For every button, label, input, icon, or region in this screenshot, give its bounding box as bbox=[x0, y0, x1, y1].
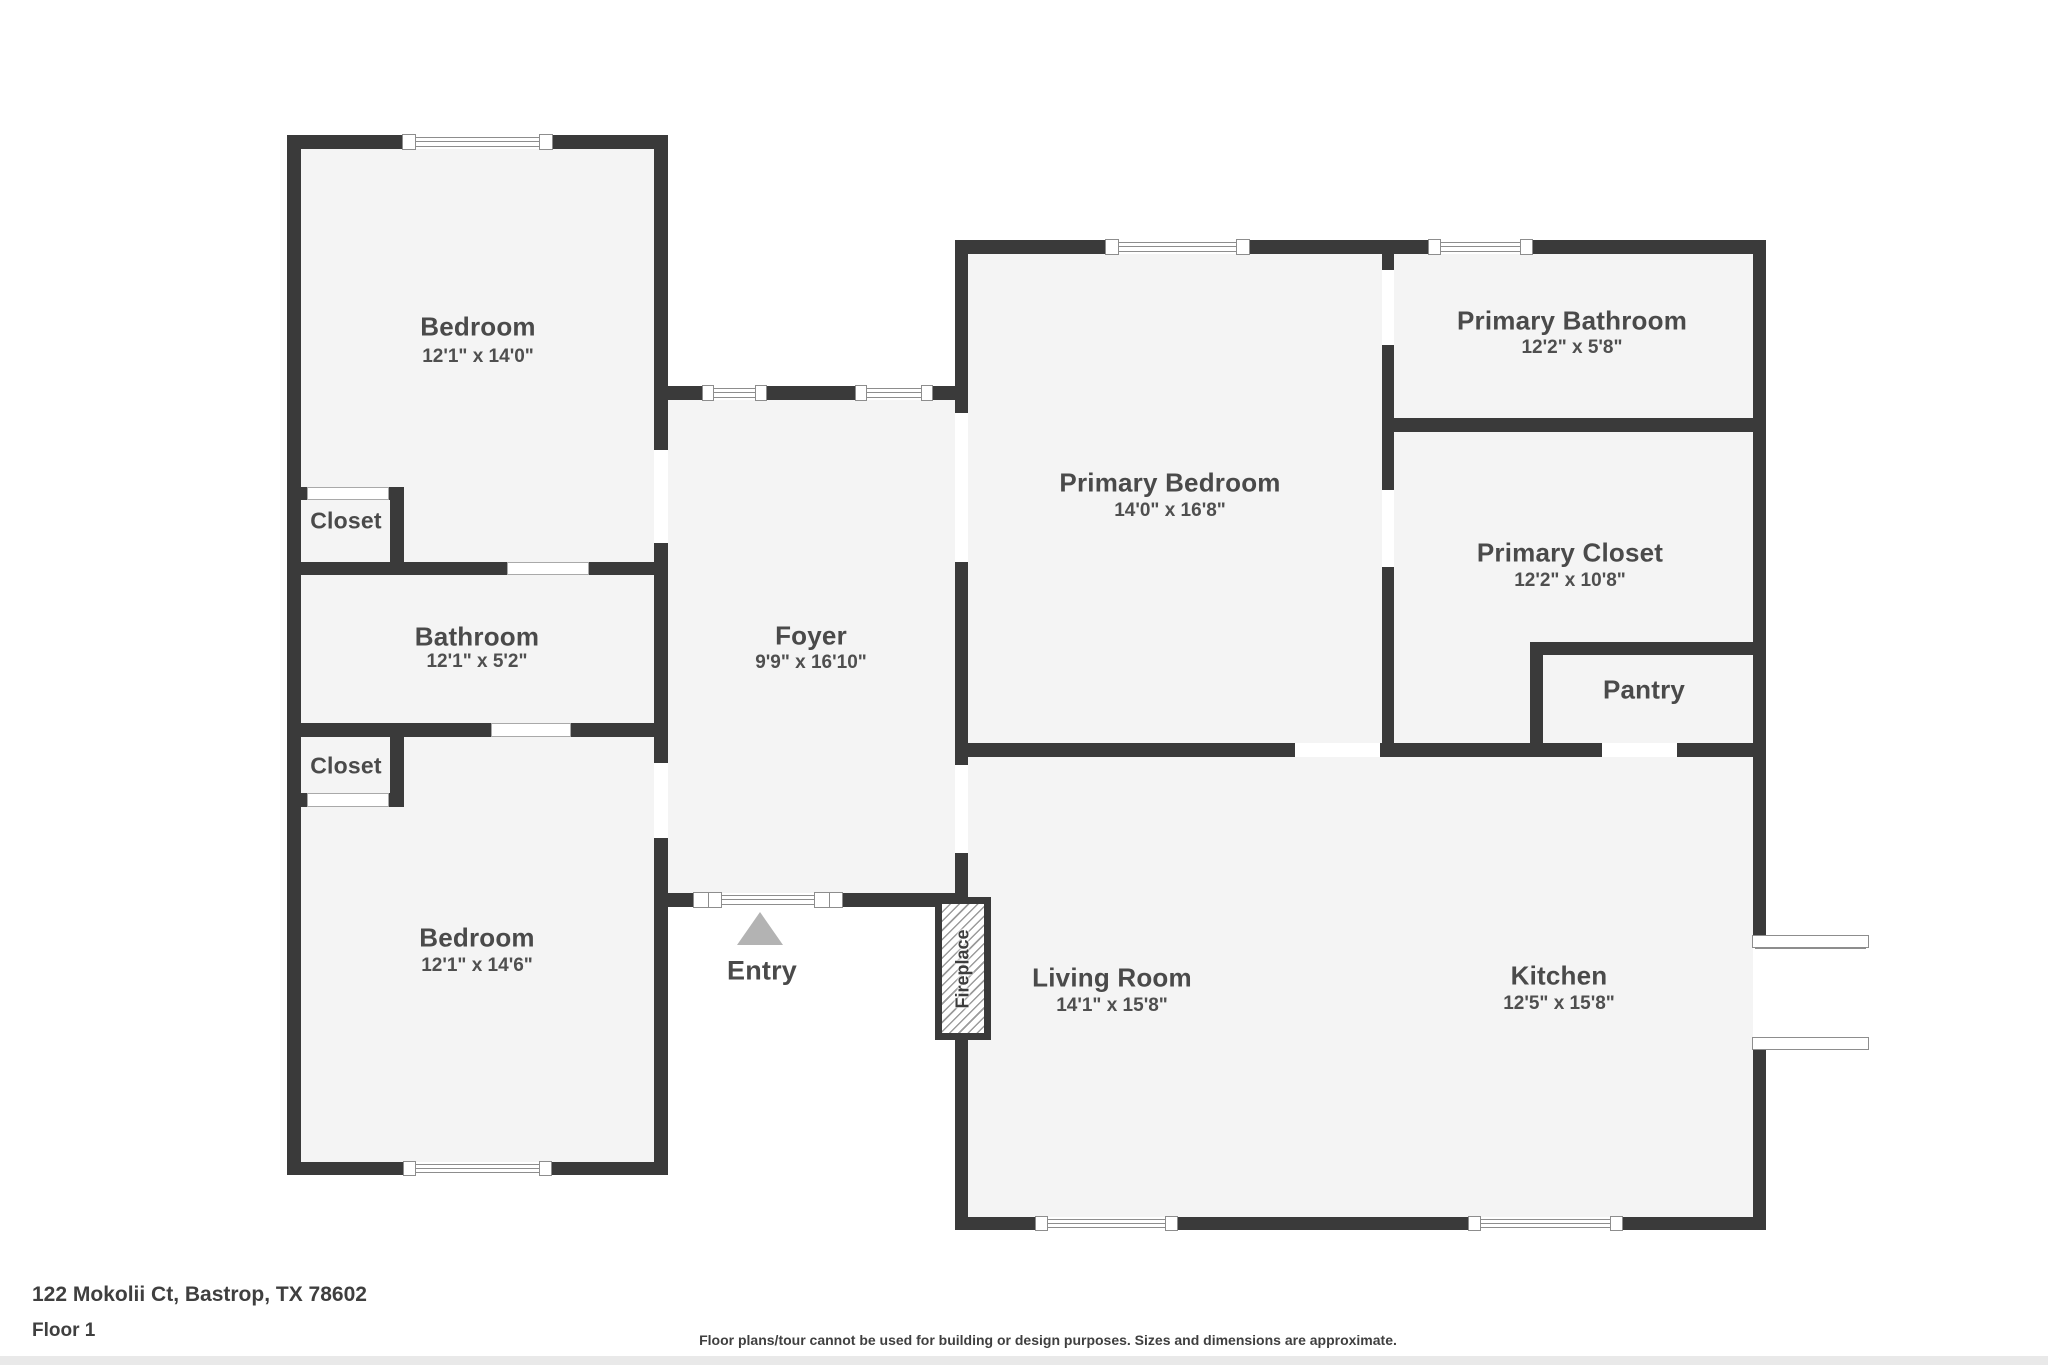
window bbox=[402, 134, 553, 150]
window-jamb bbox=[755, 385, 767, 401]
room-dims-primary-bathroom: 12'2" x 5'8" bbox=[1521, 337, 1623, 358]
wall-segment bbox=[1753, 240, 1766, 1230]
window bbox=[1468, 1216, 1623, 1231]
room-label-bedroom-1: Bedroom bbox=[420, 311, 536, 342]
room-label-bedroom-2: Bedroom bbox=[419, 922, 535, 953]
window-jamb bbox=[539, 134, 553, 150]
wall-opening bbox=[1295, 743, 1380, 757]
floor-area bbox=[968, 254, 1753, 1217]
floor-area bbox=[668, 400, 955, 893]
wall-opening bbox=[1602, 743, 1677, 757]
window bbox=[702, 385, 767, 401]
window-glass bbox=[1480, 1219, 1611, 1228]
window bbox=[1105, 239, 1250, 255]
window-jamb bbox=[402, 134, 416, 150]
window-glass bbox=[866, 388, 922, 398]
window-glass bbox=[1440, 242, 1521, 252]
wall-opening bbox=[654, 450, 668, 543]
door-opening bbox=[491, 723, 571, 737]
window bbox=[1035, 1216, 1178, 1231]
fireplace: Fireplace bbox=[935, 897, 991, 1040]
wall-segment bbox=[955, 240, 968, 1230]
window-glass bbox=[1755, 947, 1866, 949]
room-dims-bedroom-1: 12'1" x 14'0" bbox=[422, 346, 534, 367]
wall-segment bbox=[287, 562, 668, 575]
wall-segment bbox=[1530, 642, 1766, 655]
wall-segment bbox=[955, 240, 1766, 254]
entry-door bbox=[693, 892, 843, 908]
floor-number-label: Floor 1 bbox=[32, 1320, 96, 1341]
room-label-pantry: Pantry bbox=[1602, 674, 1686, 705]
room-label-kitchen: Kitchen bbox=[1510, 960, 1608, 991]
wall-segment bbox=[287, 135, 301, 1175]
window-jamb bbox=[814, 892, 843, 908]
room-dims-living-room: 14'1" x 15'8" bbox=[1056, 995, 1168, 1016]
door-opening bbox=[307, 793, 389, 807]
footer-divider bbox=[0, 1356, 2048, 1365]
window-glass bbox=[721, 895, 815, 905]
disclaimer-text: Floor plans/tour cannot be used for buil… bbox=[699, 1332, 1397, 1348]
wall-segment bbox=[390, 487, 404, 575]
room-dims-primary-closet: 12'2" x 10'8" bbox=[1514, 570, 1626, 591]
room-dims-kitchen: 12'5" x 15'8" bbox=[1503, 993, 1615, 1014]
room-label-closet-1: Closet bbox=[310, 507, 382, 534]
room-dims-foyer: 9'9" x 16'10" bbox=[755, 652, 867, 673]
entry-direction-icon bbox=[737, 912, 783, 945]
window-glass bbox=[1118, 242, 1237, 252]
property-address: 122 Mokolii Ct, Bastrop, TX 78602 bbox=[32, 1283, 367, 1306]
room-label-foyer: Foyer bbox=[775, 620, 847, 651]
window bbox=[403, 1161, 552, 1176]
wall-segment bbox=[654, 135, 668, 1175]
window bbox=[1428, 239, 1533, 255]
window-glass bbox=[1047, 1219, 1166, 1228]
room-label-primary-closet: Primary Closet bbox=[1476, 537, 1664, 568]
window-glass bbox=[415, 137, 540, 147]
wall-opening bbox=[955, 413, 968, 562]
room-label-entry: Entry bbox=[726, 955, 798, 986]
room-dims-bathroom: 12'1" x 5'2" bbox=[426, 651, 528, 672]
window-jamb bbox=[1236, 239, 1250, 255]
room-dims-bedroom-2: 12'1" x 14'6" bbox=[421, 955, 533, 976]
wall-segment bbox=[287, 723, 668, 737]
room-label-closet-2: Closet bbox=[310, 752, 382, 779]
window-jamb bbox=[1752, 1037, 1869, 1050]
wall-segment bbox=[390, 723, 404, 807]
window-jamb bbox=[1105, 239, 1119, 255]
room-label-primary-bedroom: Primary Bedroom bbox=[1059, 467, 1281, 498]
room-label-living-room: Living Room bbox=[1032, 962, 1192, 993]
room-label-primary-bathroom: Primary Bathroom bbox=[1456, 305, 1688, 336]
window-jamb bbox=[1520, 239, 1533, 255]
window-glass bbox=[415, 1164, 540, 1173]
wall-segment bbox=[1382, 418, 1766, 432]
window-jamb bbox=[921, 385, 933, 401]
wall-segment bbox=[1530, 642, 1543, 757]
window-jamb bbox=[1610, 1216, 1623, 1231]
room-dims-primary-bedroom: 14'0" x 16'8" bbox=[1114, 500, 1226, 521]
door-opening bbox=[307, 487, 389, 500]
wall-opening bbox=[654, 763, 668, 838]
window-glass bbox=[713, 388, 756, 398]
floor-area bbox=[301, 149, 654, 1162]
window bbox=[855, 385, 933, 401]
window-jamb bbox=[1165, 1216, 1178, 1231]
window bbox=[1752, 935, 1869, 1050]
fireplace-label: Fireplace bbox=[952, 928, 973, 1009]
door-opening bbox=[507, 562, 589, 575]
wall-opening bbox=[955, 765, 968, 853]
room-label-bathroom: Bathroom bbox=[414, 621, 540, 652]
window-jamb bbox=[693, 892, 722, 908]
window-jamb bbox=[539, 1161, 552, 1176]
wall-opening bbox=[1382, 270, 1394, 345]
wall-opening bbox=[1382, 490, 1394, 567]
